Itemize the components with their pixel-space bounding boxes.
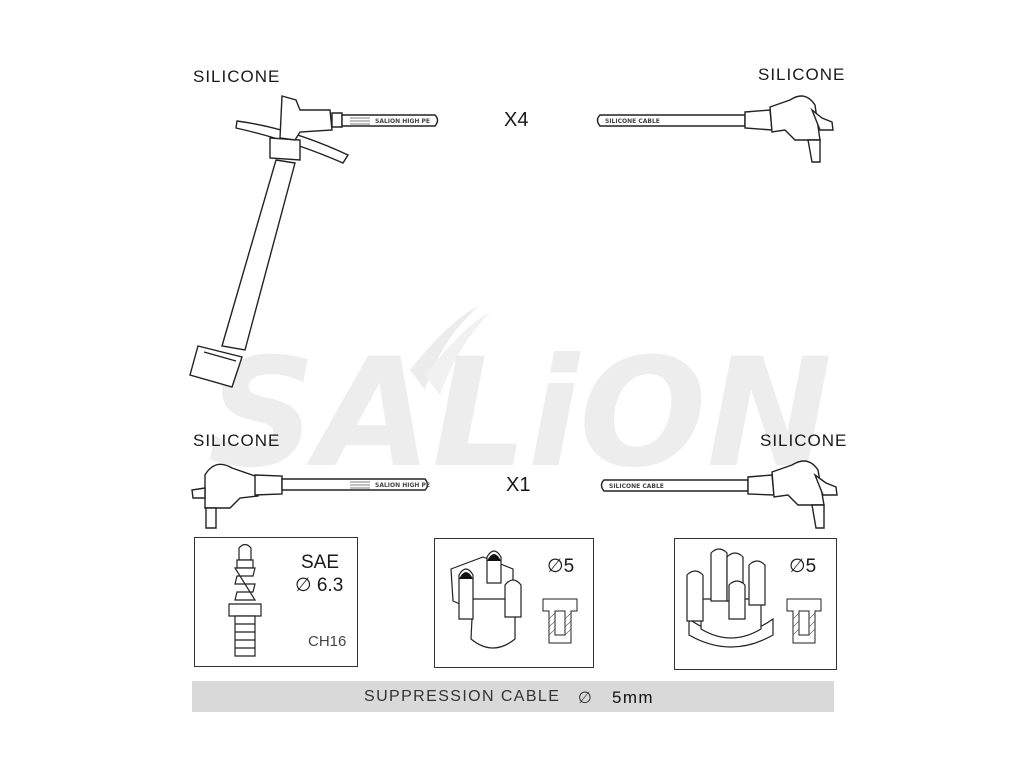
plug-standard-label: SAE bbox=[301, 552, 340, 573]
coil-section-icon bbox=[542, 598, 578, 644]
distributor-terminal-box: ∅5 bbox=[674, 538, 837, 670]
coil-terminal-box: ∅5 bbox=[434, 538, 594, 668]
diameter-symbol: ∅ bbox=[578, 690, 594, 707]
suppression-cable-label: SUPPRESSION CABLE bbox=[364, 688, 561, 705]
bottom-right-material-label: SILICONE bbox=[760, 431, 848, 450]
top-right-material-label: SILICONE bbox=[758, 65, 846, 84]
distributor-diameter-group: ∅5 bbox=[789, 555, 816, 578]
coil-diameter-value: 5 bbox=[563, 556, 575, 577]
top-left-material-label: SILICONE bbox=[193, 67, 281, 86]
coil-diameter-group: ∅5 bbox=[547, 555, 574, 578]
coil-cap-icon bbox=[450, 550, 522, 649]
plug-hex-label: CH16 bbox=[308, 633, 347, 650]
bottom-quantity-label: X1 bbox=[506, 474, 531, 496]
cable-diameter-value: 5mm bbox=[612, 688, 654, 707]
distributor-cap-icon bbox=[686, 548, 774, 648]
top-left-cable-print: SALION HIGH PE bbox=[375, 118, 430, 125]
watermark-text: SALiON bbox=[208, 327, 832, 501]
distributor-diameter-value: 5 bbox=[805, 556, 817, 577]
bottom-left-material-label: SILICONE bbox=[193, 431, 281, 450]
distributor-section-icon bbox=[786, 598, 822, 644]
bottom-left-cable-print: SALION HIGH PE bbox=[375, 482, 430, 489]
spark-plug-terminal-box: SAE ∅ 6.3 CH16 bbox=[194, 537, 358, 667]
diameter-symbol: ∅ bbox=[295, 575, 312, 596]
top-quantity-label: X4 bbox=[504, 109, 529, 131]
plug-diameter-group: ∅ 6.3 bbox=[295, 574, 343, 597]
plug-diameter-value: 6.3 bbox=[316, 575, 344, 596]
bottom-right-cable-print: SILICONE CABLE bbox=[609, 483, 664, 490]
spark-plug-icon bbox=[228, 543, 262, 657]
suppression-cable-band: SUPPRESSION CABLE ∅ 5mm bbox=[192, 681, 834, 712]
watermark-graphic: SALiON bbox=[208, 305, 832, 501]
top-right-cable-print: SILICONE CABLE bbox=[605, 118, 660, 125]
diameter-symbol: ∅ bbox=[547, 556, 564, 577]
diameter-symbol: ∅ bbox=[789, 556, 806, 577]
brand-watermark: SALiON bbox=[150, 305, 890, 501]
